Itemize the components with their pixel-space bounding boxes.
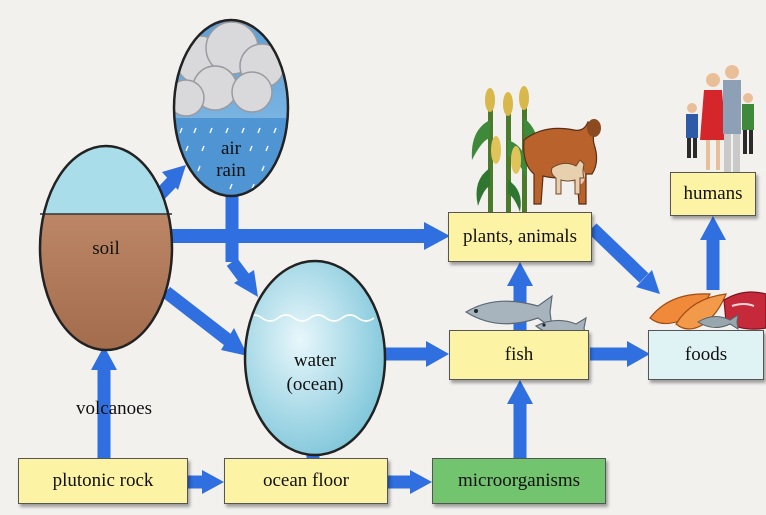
person-child-left-icon [686,103,698,158]
volcanoes-label: volcanoes [64,398,164,421]
humans-illustration [686,65,754,172]
microorganisms-box: microorganisms [432,458,606,504]
arrow-plants-to-foods [592,228,644,278]
cloud-icon [168,22,284,116]
arrowhead-rock-to-floor [202,470,224,494]
arrow-soil-to-water [166,292,228,340]
cow-icon [524,119,601,204]
calf-icon [552,160,585,194]
person-child-right-icon [742,93,754,154]
person-woman-icon [700,73,726,170]
plutonic-rock-box: plutonic rock [18,458,188,504]
arrowhead-soil-to-plants [424,222,450,250]
flow-arrows [91,165,726,494]
foods-illustration [650,292,766,329]
foods-box: foods [648,330,764,380]
arrowhead-floor-to-micro [410,470,432,494]
fish-icon-large [466,296,552,328]
arrowhead-foods-to-humans [700,216,726,240]
arrow-rain-to-water [232,262,244,278]
ocean-floor-box: ocean floor [224,458,388,504]
fish-box: fish [449,330,589,380]
air-label: air [206,138,256,161]
arrowhead-water-to-fish [426,341,449,367]
ocean-label: (ocean) [272,374,358,397]
plants-animals-box: plants, animals [448,212,592,262]
rain-label: rain [206,160,256,183]
plants-animals-illustration [472,86,601,214]
arrowhead-micro-to-fish [507,380,533,404]
water-label: water [272,350,358,373]
arrowhead-fish-to-foods [627,341,650,367]
soil-label: soil [80,238,132,261]
arrowhead-fish-to-plants [507,262,533,286]
person-man-icon [723,65,741,172]
humans-box: humans [670,172,756,216]
